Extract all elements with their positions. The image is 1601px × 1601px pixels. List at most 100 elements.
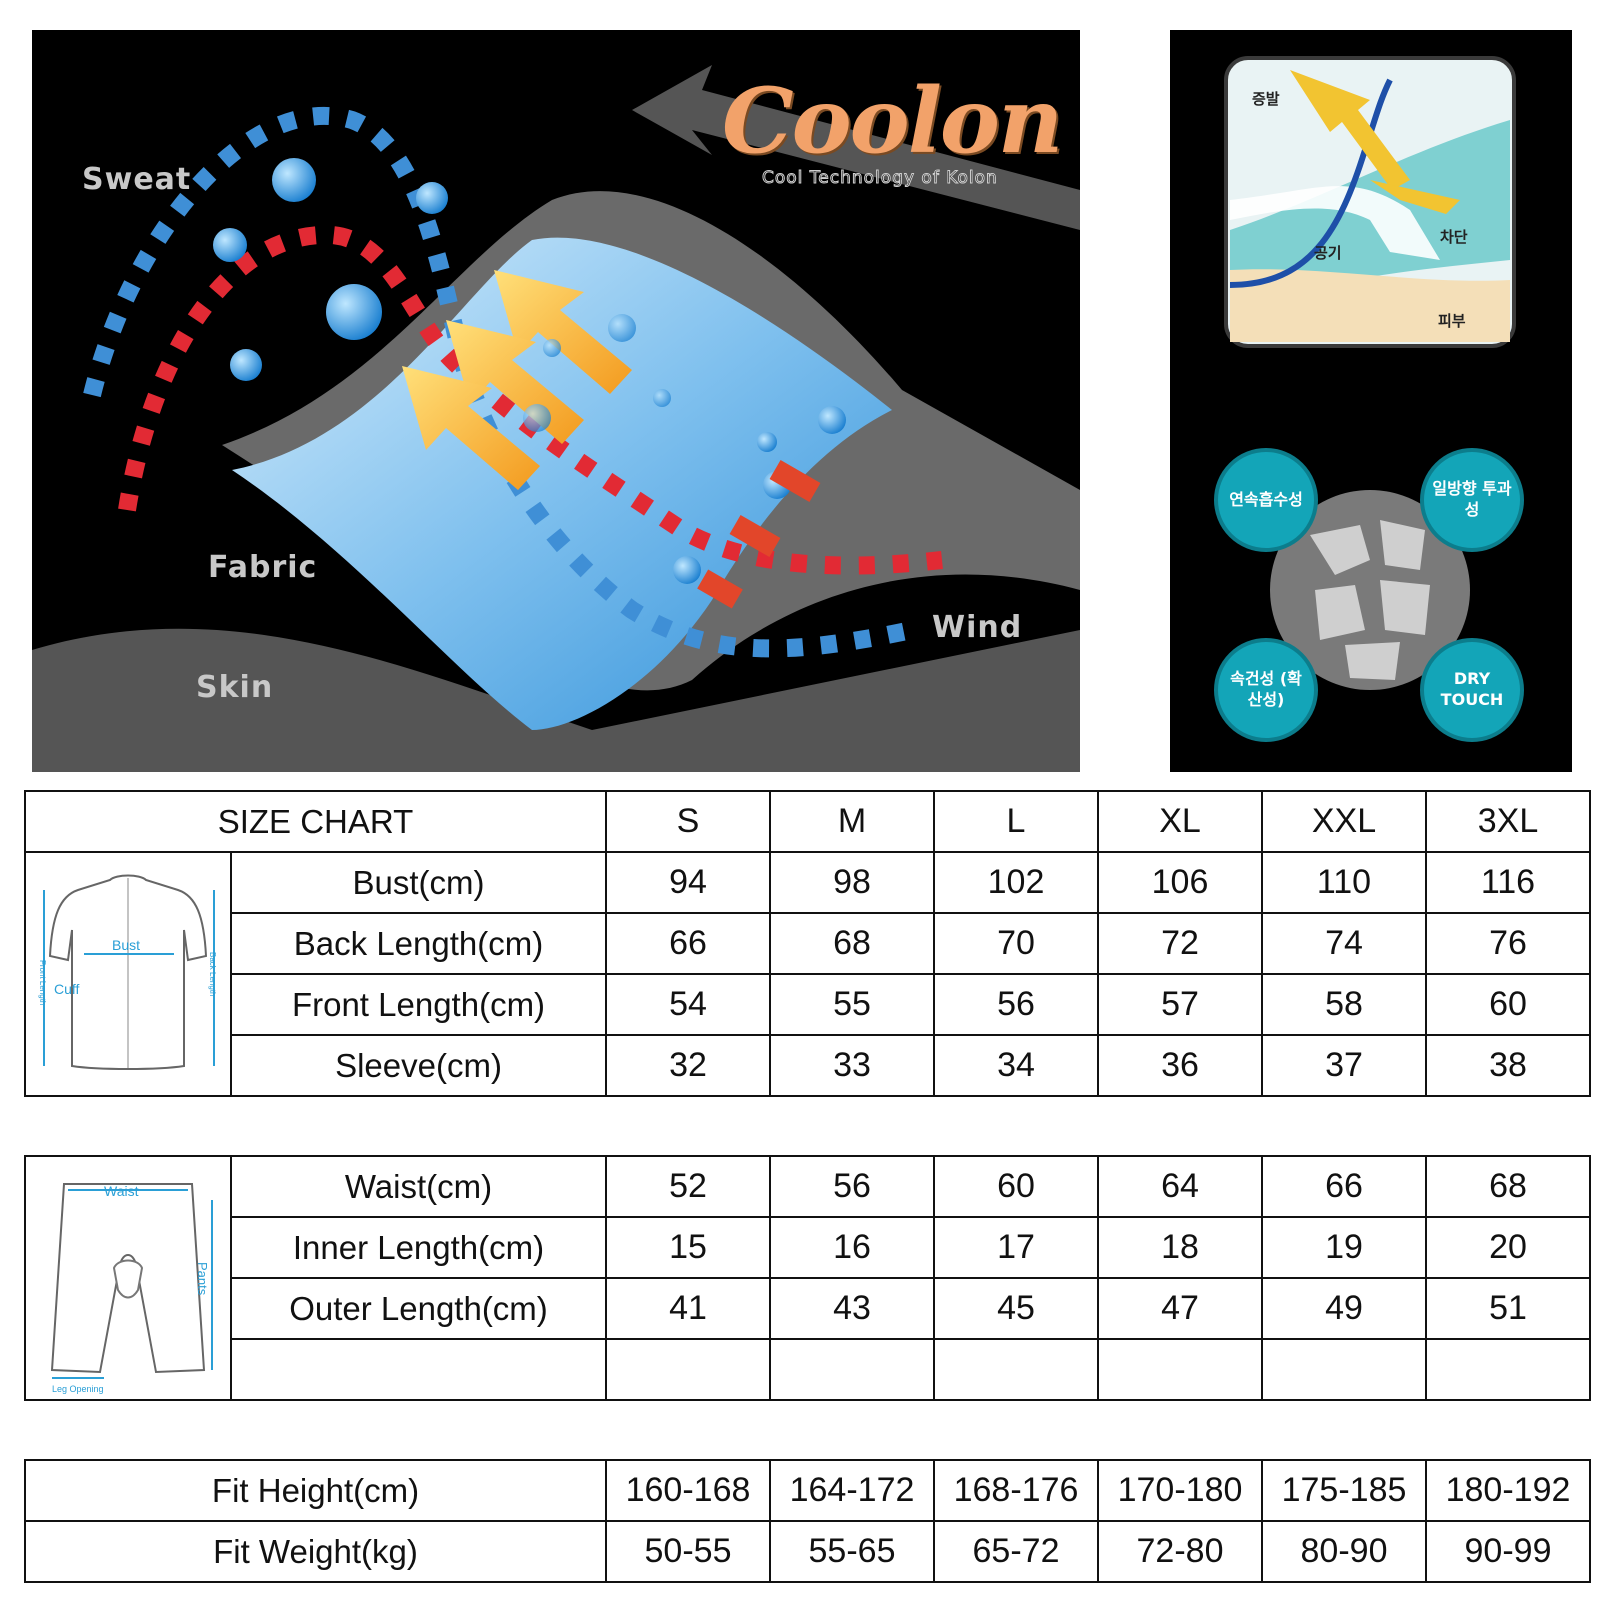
moisture-diagram	[1224, 56, 1516, 690]
table-cell: 76	[1425, 912, 1591, 975]
waist-figure-label: Waist	[104, 1183, 139, 1199]
coolon-hero-illustration: Sweat Fabric Skin Wind Coolon Cool Techn…	[32, 30, 1080, 772]
table-cell: 32	[605, 1034, 771, 1097]
cuff-figure-label: Cuff	[54, 981, 80, 997]
empty-cell	[1425, 1338, 1591, 1401]
table-cell: 47	[1097, 1277, 1263, 1340]
table-cell: 55-65	[769, 1520, 935, 1583]
table-cell: 80-90	[1261, 1520, 1427, 1583]
coolon-fabric-graphic	[32, 65, 1080, 772]
table-row: Front Length(cm) 54 55 56 57 58 60	[25, 973, 1591, 1036]
table-cell: 37	[1261, 1034, 1427, 1097]
bust-figure-label: Bust	[112, 937, 140, 953]
table-cell: 98	[769, 851, 935, 914]
pants-figure-label: Pants	[195, 1262, 210, 1296]
table-cell: 16	[769, 1216, 935, 1279]
jersey-figure: Bust Cuff Front Length Back Length	[24, 851, 232, 1097]
continuous-absorption-bubble: 연속흡수성	[1214, 448, 1318, 552]
table-row: Fit Weight(kg) 50-55 55-65 65-72 72-80 8…	[24, 1520, 1591, 1583]
sweat-label: Sweat	[82, 162, 192, 197]
size-header: XXL	[1261, 790, 1427, 853]
row-label: Waist(cm)	[230, 1155, 607, 1218]
size-header: S	[605, 790, 771, 853]
table-cell: 58	[1261, 973, 1427, 1036]
table-cell: 64	[1097, 1155, 1263, 1218]
empty-cell	[230, 1338, 607, 1401]
table-cell: 66	[605, 912, 771, 975]
table-row: Back Length(cm) 66 68 70 72 74 76	[25, 912, 1591, 975]
row-label: Fit Height(cm)	[24, 1459, 607, 1522]
table-cell: 56	[769, 1155, 935, 1218]
empty-cell	[605, 1338, 771, 1401]
fit-size-table: Fit Height(cm) 160-168 164-172 168-176 1…	[24, 1459, 1591, 1583]
table-cell: 66	[1261, 1155, 1427, 1218]
table-cell: 34	[933, 1034, 1099, 1097]
table-cell: 50-55	[605, 1520, 771, 1583]
table-cell: 60	[933, 1155, 1099, 1218]
row-label: Inner Length(cm)	[230, 1216, 607, 1279]
wind-label: Wind	[932, 610, 1023, 645]
fabric-label: Fabric	[208, 550, 318, 585]
table-cell: 49	[1261, 1277, 1427, 1340]
table-cell: 94	[605, 851, 771, 914]
pants-size-table: Waist Pants Leg Opening Waist(cm) 52 56 …	[24, 1155, 1591, 1401]
jersey-size-table: SIZE CHART S M L XL XXL 3XL Bust Cuff Fr…	[24, 790, 1591, 1097]
dry-touch-bubble: DRY TOUCH	[1420, 638, 1524, 742]
table-cell: 116	[1425, 851, 1591, 914]
size-header-row: SIZE CHART S M L XL XXL 3XL	[24, 790, 1591, 853]
table-cell: 57	[1097, 973, 1263, 1036]
empty-cell	[1261, 1338, 1427, 1401]
table-cell: 55	[769, 973, 935, 1036]
front-length-figure-label: Front Length	[38, 960, 47, 1005]
table-row: Bust Cuff Front Length Back Length Bust(…	[24, 851, 1591, 1097]
table-cell: 106	[1097, 851, 1263, 914]
table-cell: 170-180	[1097, 1459, 1263, 1522]
row-label: Front Length(cm)	[230, 973, 607, 1036]
skin-label: Skin	[196, 670, 274, 705]
table-cell: 15	[605, 1216, 771, 1279]
table-cell: 33	[769, 1034, 935, 1097]
coolon-logo: Coolon	[722, 68, 1063, 174]
evaporation-label: 증발	[1252, 90, 1280, 108]
empty-cell	[1097, 1338, 1263, 1401]
empty-cell	[769, 1338, 935, 1401]
table-row: Outer Length(cm) 41 43 45 47 49 51	[25, 1277, 1591, 1340]
leg-opening-figure-label: Leg Opening	[52, 1384, 104, 1394]
table-cell: 52	[605, 1155, 771, 1218]
fabric-tech-panel: 증발 공기 차단 피부 연속흡수성 일방향 투과성 속건성 (확산성) DRY …	[1170, 30, 1572, 772]
table-cell: 43	[769, 1277, 935, 1340]
table-cell: 90-99	[1425, 1520, 1591, 1583]
table-cell: 54	[605, 973, 771, 1036]
table-cell: 110	[1261, 851, 1427, 914]
table-cell: 51	[1425, 1277, 1591, 1340]
table-cell: 175-185	[1261, 1459, 1427, 1522]
table-cell: 72-80	[1097, 1520, 1263, 1583]
table-cell: 18	[1097, 1216, 1263, 1279]
table-cell: 36	[1097, 1034, 1263, 1097]
table-row: Waist Pants Leg Opening Waist(cm) 52 56 …	[24, 1155, 1591, 1401]
table-cell: 65-72	[933, 1520, 1099, 1583]
row-label: Back Length(cm)	[230, 912, 607, 975]
table-cell: 72	[1097, 912, 1263, 975]
one-way-permeability-bubble: 일방향 투과성	[1420, 448, 1524, 552]
pants-diagram: Waist Pants Leg Opening	[50, 1183, 213, 1394]
size-header: 3XL	[1425, 790, 1591, 853]
jersey-diagram: Bust Cuff Front Length Back Length	[38, 874, 217, 1070]
size-header: XL	[1097, 790, 1263, 853]
air-label: 공기	[1314, 244, 1342, 262]
table-row: Inner Length(cm) 15 16 17 18 19 20	[25, 1216, 1591, 1279]
size-chart-title: SIZE CHART	[24, 790, 607, 853]
table-row: Sleeve(cm) 32 33 34 36 37 38	[25, 1034, 1591, 1097]
table-cell: 19	[1261, 1216, 1427, 1279]
back-length-figure-label: Back Length	[208, 952, 217, 996]
table-cell: 60	[1425, 973, 1591, 1036]
table-cell: 102	[933, 851, 1099, 914]
table-cell: 20	[1425, 1216, 1591, 1279]
table-row-empty	[25, 1338, 1591, 1401]
coolon-tagline: Cool Technology of Kolon	[762, 168, 998, 189]
row-label: Sleeve(cm)	[230, 1034, 607, 1097]
table-cell: 45	[933, 1277, 1099, 1340]
empty-cell	[933, 1338, 1099, 1401]
row-label: Bust(cm)	[230, 851, 607, 914]
table-cell: 41	[605, 1277, 771, 1340]
